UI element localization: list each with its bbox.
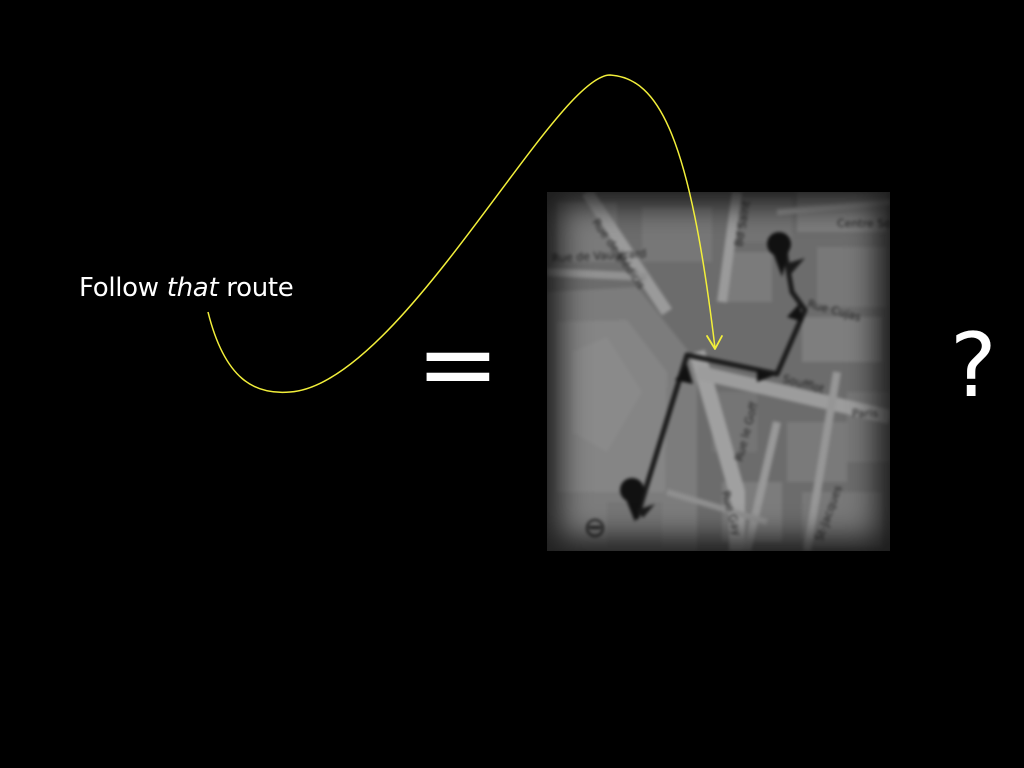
street-label: Paris	[852, 407, 878, 420]
question-mark: ?	[950, 314, 997, 417]
end-pin-icon	[767, 232, 805, 277]
caption-after: route	[218, 273, 294, 303]
map-graphic: Rue de Médicis Bd Saint Centre Sorbonne …	[547, 192, 890, 551]
metro-icon	[586, 519, 604, 537]
route-map: Rue de Médicis Bd Saint Centre Sorbonne …	[547, 192, 890, 551]
caption-before: Follow	[79, 273, 167, 303]
street-label: Centre Sorbonne	[837, 217, 890, 230]
caption-emphasis: that	[166, 273, 219, 303]
start-pin-icon	[620, 478, 655, 522]
equals-sign: =	[416, 305, 500, 422]
caption: Follow that route	[79, 273, 294, 303]
